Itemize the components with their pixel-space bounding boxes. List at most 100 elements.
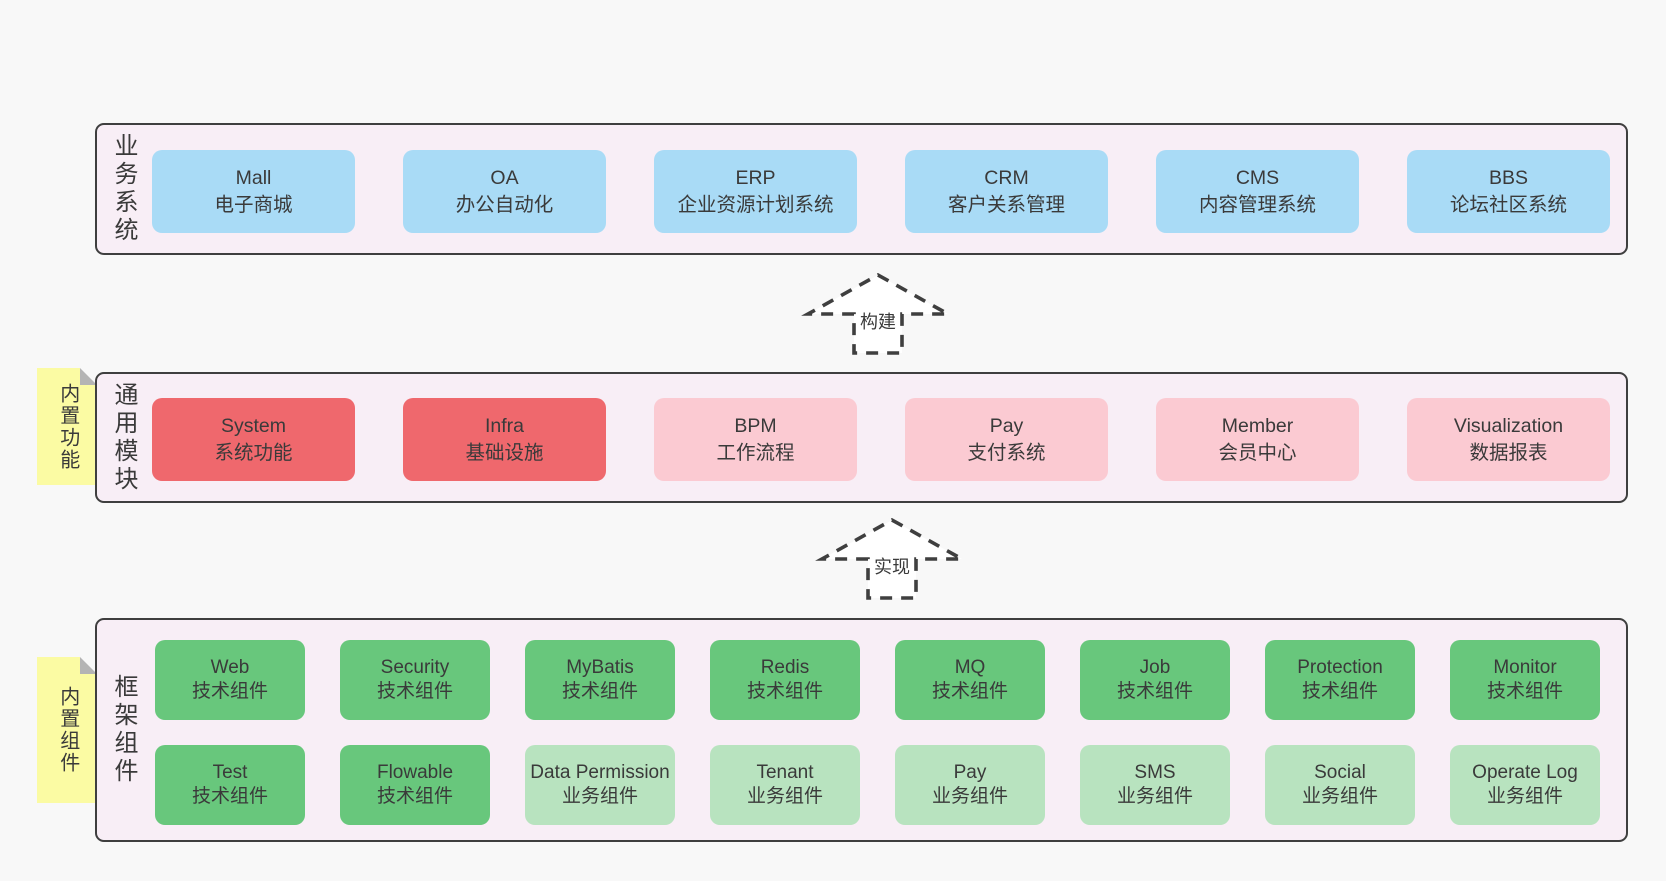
- box-flowable: Flowable 技术组件: [340, 745, 490, 825]
- box-monitor: Monitor 技术组件: [1450, 640, 1600, 720]
- box-name: Web: [210, 657, 250, 678]
- band-framework-components: 框架组件 Web 技术组件 Security 技术组件 MyBatis 技术组件…: [95, 618, 1628, 842]
- box-name: Job: [1139, 657, 1171, 678]
- box-desc: 业务组件: [1301, 786, 1378, 807]
- box-desc: 客户关系管理: [947, 193, 1065, 216]
- band-boxes: System 系统功能 Infra 基础设施 BPM 工作流程 Pay 支付系统…: [152, 398, 1610, 481]
- box-cms: CMS 内容管理系统: [1156, 150, 1359, 233]
- box-name: Monitor: [1493, 657, 1557, 678]
- box-desc: 业务组件: [931, 786, 1008, 807]
- box-visualization: Visualization 数据报表: [1407, 398, 1610, 481]
- box-desc: 支付系统: [967, 441, 1046, 464]
- box-name: Pay: [953, 762, 987, 783]
- box-name: OA: [490, 166, 519, 189]
- band-label-text: 框架组件: [109, 674, 137, 786]
- box-social: Social 业务组件: [1265, 745, 1415, 825]
- box-name: Pay: [989, 414, 1024, 437]
- box-desc: 技术组件: [376, 786, 453, 807]
- box-crm: CRM 客户关系管理: [905, 150, 1108, 233]
- box-pay-component: Pay 业务组件: [895, 745, 1045, 825]
- box-member: Member 会员中心: [1156, 398, 1359, 481]
- box-test: Test 技术组件: [155, 745, 305, 825]
- box-mall: Mall 电子商城: [152, 150, 355, 233]
- box-protection: Protection 技术组件: [1265, 640, 1415, 720]
- box-name: Infra: [484, 414, 525, 437]
- box-name: MyBatis: [566, 657, 634, 678]
- sticky-note-label: 内置功能: [56, 382, 79, 471]
- box-desc: 系统功能: [214, 441, 293, 464]
- box-desc: 业务组件: [1486, 786, 1563, 807]
- box-desc: 技术组件: [376, 681, 453, 702]
- box-name: BBS: [1488, 166, 1529, 189]
- box-name: Protection: [1297, 657, 1383, 678]
- box-desc: 电子商城: [214, 193, 293, 216]
- box-desc: 业务组件: [1116, 786, 1193, 807]
- box-desc: 技术组件: [1116, 681, 1193, 702]
- box-name: Visualization: [1453, 414, 1564, 437]
- box-name: Security: [380, 657, 450, 678]
- implement-arrow: 实现: [812, 517, 972, 601]
- band-label: 框架组件: [99, 620, 147, 840]
- sticky-note-label: 内置组件: [56, 686, 79, 774]
- box-desc: 业务组件: [746, 786, 823, 807]
- box-sms: SMS 业务组件: [1080, 745, 1230, 825]
- box-bpm: BPM 工作流程: [654, 398, 857, 481]
- box-name: Operate Log: [1472, 762, 1578, 783]
- band-label: 业务系统: [99, 125, 147, 253]
- box-name: Data Permission: [530, 762, 670, 783]
- box-tenant: Tenant 业务组件: [710, 745, 860, 825]
- box-name: CRM: [984, 166, 1029, 189]
- box-name: BPM: [734, 414, 777, 437]
- box-data-permission: Data Permission 业务组件: [525, 745, 675, 825]
- box-desc: 论坛社区系统: [1449, 193, 1567, 216]
- box-desc: 会员中心: [1218, 441, 1297, 464]
- implement-arrow-label: 实现: [870, 556, 914, 579]
- box-security: Security 技术组件: [340, 640, 490, 720]
- box-desc: 数据报表: [1469, 441, 1548, 464]
- sticky-note-builtin-components: 内置组件: [37, 657, 97, 803]
- box-desc: 企业资源计划系统: [677, 193, 834, 216]
- box-name: Social: [1314, 762, 1366, 783]
- band-common-modules: 通用模块 System 系统功能 Infra 基础设施 BPM 工作流程 Pay…: [95, 372, 1628, 503]
- box-web: Web 技术组件: [155, 640, 305, 720]
- box-mq: MQ 技术组件: [895, 640, 1045, 720]
- band-label: 通用模块: [99, 374, 147, 501]
- box-system: System 系统功能: [152, 398, 355, 481]
- box-desc: 技术组件: [561, 681, 638, 702]
- band-label-text: 业务系统: [109, 133, 137, 245]
- box-oa: OA 办公自动化: [403, 150, 606, 233]
- box-desc: 技术组件: [931, 681, 1008, 702]
- box-redis: Redis 技术组件: [710, 640, 860, 720]
- box-desc: 技术组件: [746, 681, 823, 702]
- component-row-biz: Test 技术组件 Flowable 技术组件 Data Permission …: [155, 745, 1600, 825]
- box-desc: 基础设施: [465, 441, 544, 464]
- box-bbs: BBS 论坛社区系统: [1407, 150, 1610, 233]
- build-arrow: 构建: [798, 272, 958, 356]
- band-boxes: Mall 电子商城 OA 办公自动化 ERP 企业资源计划系统 CRM 客户关系…: [152, 150, 1610, 233]
- box-desc: 技术组件: [1301, 681, 1378, 702]
- box-name: MQ: [954, 657, 986, 678]
- box-job: Job 技术组件: [1080, 640, 1230, 720]
- sticky-note-builtin-features: 内置功能: [37, 368, 97, 485]
- box-name: CMS: [1235, 166, 1280, 189]
- build-arrow-label: 构建: [856, 311, 900, 334]
- box-mybatis: MyBatis 技术组件: [525, 640, 675, 720]
- band-business-systems: 业务系统 Mall 电子商城 OA 办公自动化 ERP 企业资源计划系统 CRM…: [95, 123, 1628, 255]
- box-desc: 内容管理系统: [1198, 193, 1316, 216]
- box-operate-log: Operate Log 业务组件: [1450, 745, 1600, 825]
- box-name: Tenant: [756, 762, 814, 783]
- box-name: Flowable: [376, 762, 454, 783]
- component-row-tech: Web 技术组件 Security 技术组件 MyBatis 技术组件 Redi…: [155, 640, 1600, 720]
- band-label-text: 通用模块: [109, 381, 137, 494]
- box-desc: 工作流程: [716, 441, 795, 464]
- box-desc: 办公自动化: [455, 193, 554, 216]
- box-desc: 技术组件: [191, 681, 268, 702]
- box-desc: 技术组件: [191, 786, 268, 807]
- box-name: Mall: [235, 166, 272, 189]
- box-desc: 技术组件: [1486, 681, 1563, 702]
- box-name: ERP: [735, 166, 776, 189]
- box-name: Test: [212, 762, 248, 783]
- box-name: System: [220, 414, 286, 437]
- box-name: Redis: [760, 657, 810, 678]
